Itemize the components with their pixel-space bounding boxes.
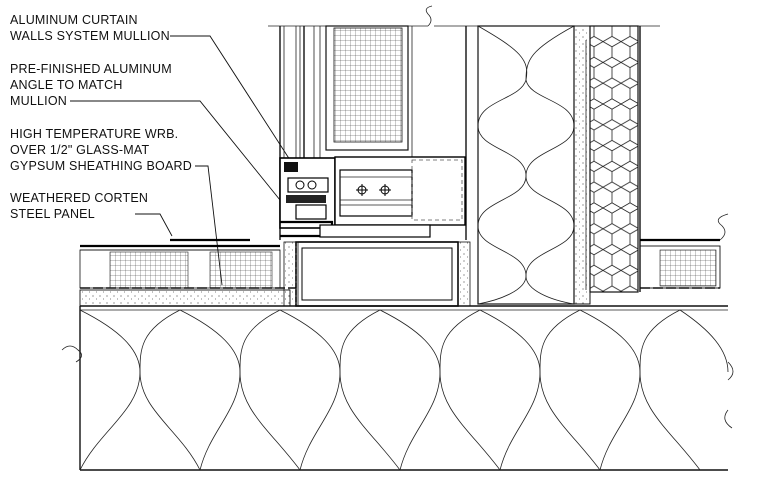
label-line: HIGH TEMPERATURE WRB. [10, 127, 178, 141]
lower-sheathing-left [79, 289, 291, 307]
rigid-insulation-board [589, 25, 639, 293]
lower-insulation [61, 305, 734, 471]
label-line: ANGLE TO MATCH [10, 78, 123, 92]
corten-mesh [109, 251, 273, 289]
leader-corten [135, 213, 173, 237]
break-mark-top [425, 5, 660, 27]
label-line: STEEL PANEL [10, 207, 95, 221]
leader-angle [70, 100, 281, 201]
label-line: PRE-FINISHED ALUMINUM [10, 62, 172, 76]
upper-sheathing [573, 25, 591, 305]
label-line: WALLS SYSTEM MULLION [10, 29, 170, 43]
label-line: GYPSUM SHEATHING BOARD [10, 159, 192, 173]
label-line: WEATHERED CORTEN [10, 191, 148, 205]
corten-panel-right [639, 213, 729, 289]
upper-wall [268, 5, 660, 305]
steel-tube [283, 241, 471, 307]
label-aluminum-angle: PRE-FINISHED ALUMINUM ANGLE TO MATCH MUL… [10, 62, 172, 108]
label-line: MULLION [10, 94, 67, 108]
label-line: OVER 1/2" GLASS-MAT [10, 143, 149, 157]
label-curtain-wall-mullion: ALUMINUM CURTAIN WALLS SYSTEM MULLION [10, 13, 170, 43]
leader-mullion [170, 35, 291, 161]
break-mark-left [61, 345, 82, 363]
label-corten-panel: WEATHERED CORTEN STEEL PANEL [10, 191, 148, 221]
label-wrb-sheathing: HIGH TEMPERATURE WRB. OVER 1/2" GLASS-MA… [10, 127, 192, 173]
break-mark-right-lower [724, 361, 734, 429]
label-line: ALUMINUM CURTAIN [10, 13, 138, 27]
corten-panel-left [79, 238, 296, 307]
break-mark-right [717, 213, 729, 241]
glazing-mesh [333, 27, 403, 143]
